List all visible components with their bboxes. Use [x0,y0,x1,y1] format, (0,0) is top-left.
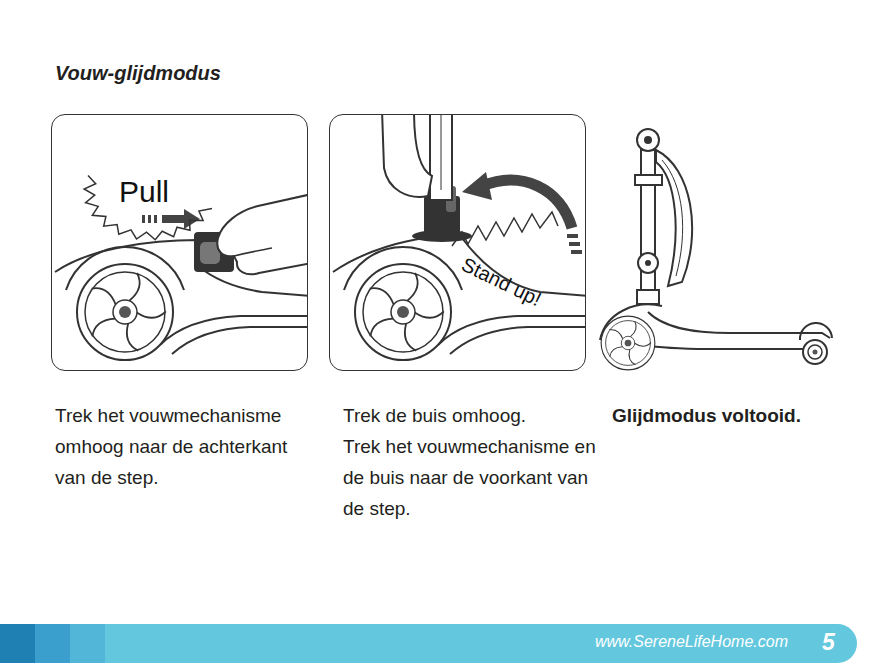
stand-up-illustration-part [571,250,582,254]
pull-illustration [55,176,308,360]
footer-blocks-part [35,624,70,663]
scooter-glide-mode-part [813,350,818,355]
scooter-glide-mode-part [637,129,659,151]
pull-illustration-part [184,209,200,229]
pull-illustration-part [142,215,145,223]
scooter-glide-mode-part-part [601,316,655,370]
scooter-glide-mode-part [808,345,822,359]
result-caption: Glijdmodus voltooid. [612,400,874,431]
step-caption: Trek het vouwmechanisme en de buis naar … [343,431,605,524]
website-url: www.SereneLifeHome.com [595,633,788,651]
stand-up-illustration-part [450,327,586,354]
pull-illustration-part [148,215,151,223]
step-caption: Trek het vouwmechanisme omhoog naar de a… [55,400,317,493]
stand-up-illustration [333,114,586,360]
footer-blocks [0,624,105,663]
scooter-glide-mode-part [800,323,832,340]
step-panel: Pull [51,114,308,371]
page-title: Vouw-glijdmodus [55,62,221,85]
callout-word: Pull [119,175,169,210]
scooter-glide-mode-part [641,150,655,300]
pull-illustration-part [84,176,212,240]
scooter-glide-mode-part [662,160,683,276]
stand-up-illustration-part [482,180,572,228]
scooter-glide-mode-part [656,150,692,286]
pull-illustration-part [234,248,272,256]
stand-up-illustration-part [569,242,580,246]
stand-up-illustration-part [441,114,442,190]
pull-illustration-part [160,316,308,345]
callout-word: Stand up! [458,253,545,311]
scooter-glide-mode-part [601,316,655,370]
scooter-glide-mode-part [648,312,830,338]
stand-up-illustration-part [382,114,432,197]
step-panel: Stand up! [329,114,586,371]
scooter-glide-mode [600,129,832,370]
footer-blocks-part [70,624,105,663]
pull-illustration-part [217,194,308,274]
scooter-glide-mode-part [650,346,806,349]
footer-band: www.SereneLifeHome.com 5 [105,624,857,663]
stand-up-illustration-part [438,316,586,345]
step-caption: Trek de buis omhoog. [343,400,605,431]
scooter-glide-mode-part [635,175,662,185]
page-number: 5 [822,629,835,655]
pull-illustration-part [154,215,157,223]
stand-up-illustration-part [452,212,558,246]
scooter-glide-mode-part [803,340,827,364]
pull-illustration-part [162,215,186,223]
stand-up-illustration-part [462,172,492,200]
scooter-glide-mode-part [638,253,658,273]
scooter-glide-mode-part [644,136,652,144]
stand-up-illustration-part [430,114,452,200]
stand-up-illustration-part [567,234,578,238]
scooter-glide-mode-part [645,260,651,266]
pull-illustration-part [77,264,173,360]
pull-illustration-part [172,327,308,354]
scooter-glide-mode-part [637,290,659,304]
footer-blocks-part [0,624,35,663]
stand-up-illustration-part [355,264,451,360]
